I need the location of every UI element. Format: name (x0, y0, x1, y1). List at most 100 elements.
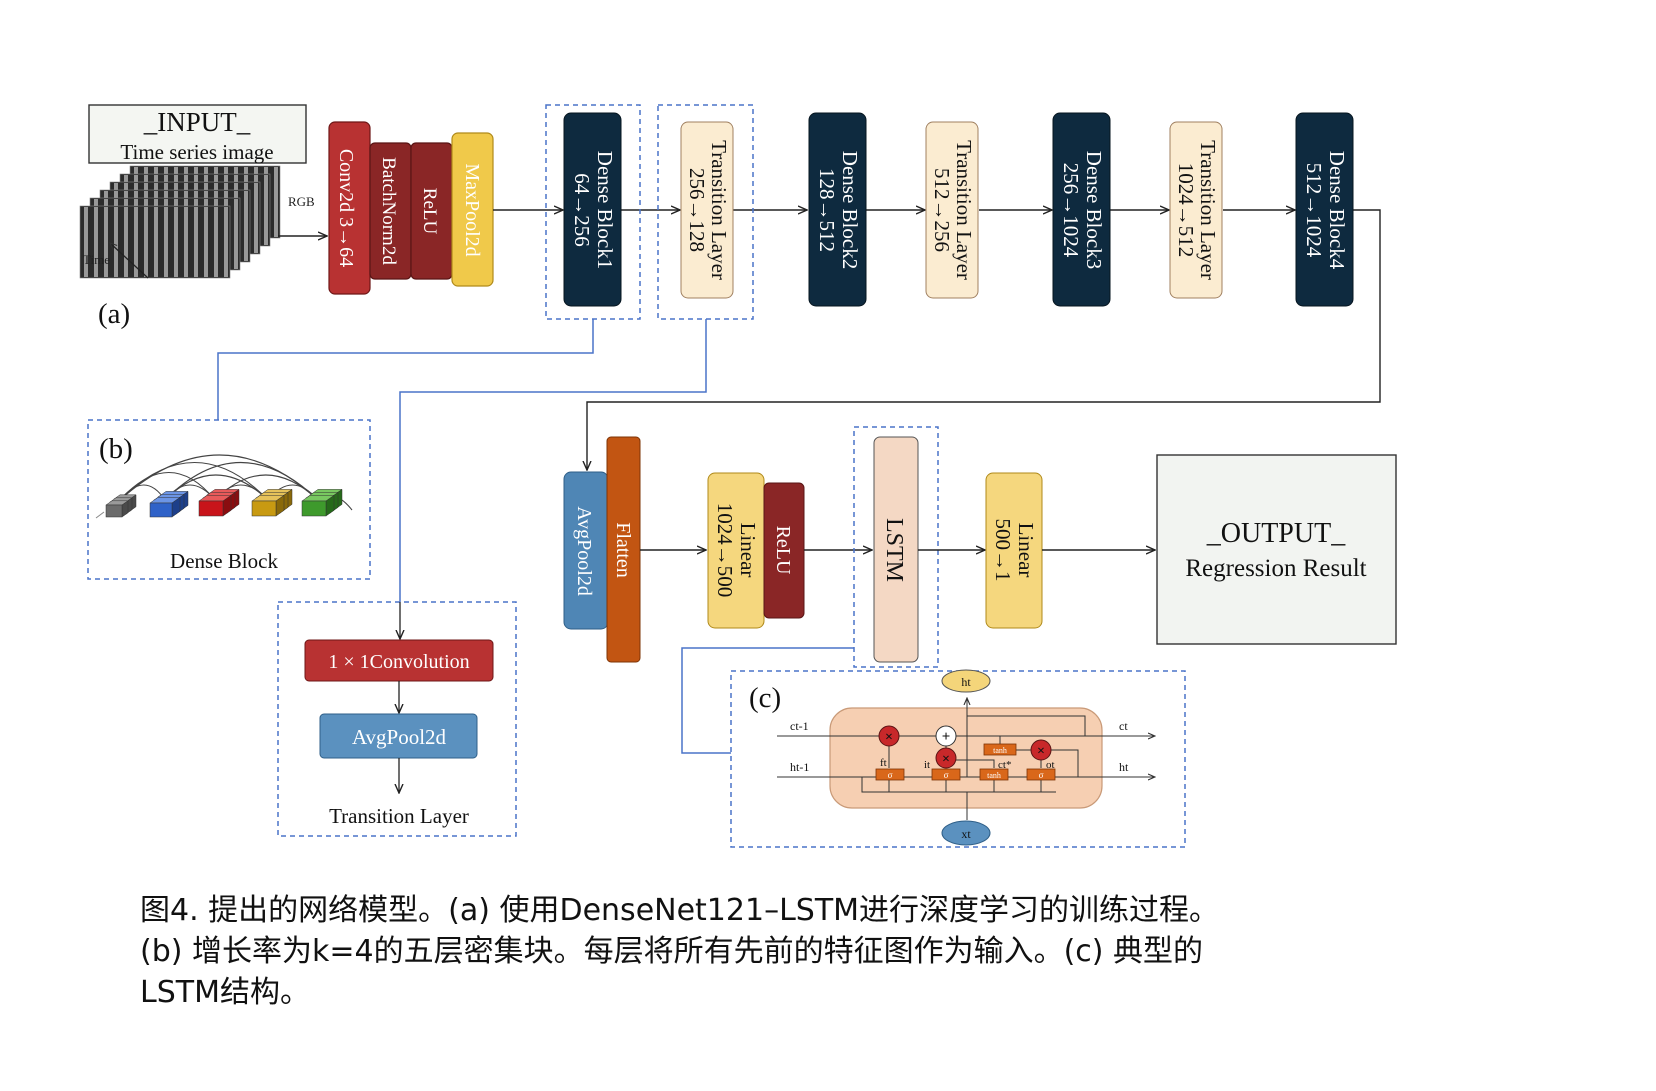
regression-head: AvgPool2d Flatten Linear 1024→500 ReLU L… (563, 426, 1397, 668)
transition-layer1-highlight (657, 104, 754, 320)
h-t-right-label: ht (1119, 760, 1129, 774)
lstm-cell-body (829, 707, 1103, 809)
dense-block4-name: Dense Block4 (1325, 151, 1349, 270)
maxpool-label: MaxPool2d (461, 163, 483, 256)
input-multiply-op (935, 747, 957, 769)
flatten-label: Flatten (612, 522, 634, 578)
candidate-tanh-label: tanh (987, 771, 1001, 780)
c-t-label: ct (1119, 719, 1128, 733)
cell-add-op (935, 725, 957, 747)
dense-block4-channels: 512→1024 (1302, 163, 1326, 258)
input-gate-sigma-label: σ (944, 770, 949, 780)
h-prev-label: ht-1 (790, 760, 809, 774)
dense-block1-name: Dense Block1 (593, 151, 617, 269)
c-tilde-label: ct* (998, 759, 1011, 771)
time-series-image-stack (79, 165, 281, 279)
caption-line-2: (b) 增长率为k=4的五层密集块。每层将所有先前的特征图作为输入。(c) 典型… (140, 934, 1204, 969)
output-multiply-symbol: × (1037, 744, 1045, 759)
linear2-name: Linear (1014, 523, 1038, 578)
linear1-name: Linear (736, 523, 760, 578)
transition-layer2-name: Transition Layer (952, 140, 976, 280)
dense-layer-cube-3 (251, 488, 293, 517)
caption-line-3: LSTM结构。 (140, 975, 310, 1010)
output-gate-sigma (1026, 768, 1056, 781)
panel-label-a: (a) (98, 298, 130, 330)
transition-layer-caption: Transition Layer (329, 804, 469, 828)
dense-block4 (1295, 112, 1354, 307)
network-diagram: _INPUT_ Time series image RGB Time (a) C… (79, 104, 1397, 848)
dense-layer-cubes (105, 488, 343, 518)
avgpool-head-label: AvgPool2d (573, 506, 595, 596)
transition-layer1-name: Transition Layer (707, 140, 731, 280)
transition-layer3-name: Transition Layer (1196, 140, 1220, 280)
o-t-label: ot (1046, 759, 1055, 771)
input-group: _INPUT_ Time series image RGB Time (79, 104, 327, 279)
dense-block-caption: Dense Block (170, 549, 278, 573)
rgb-label: RGB (288, 194, 315, 209)
time-label: Time (83, 252, 110, 267)
lstm-label: LSTM (881, 518, 907, 582)
transition-layer2 (925, 121, 979, 299)
forget-multiply-op (878, 725, 900, 747)
figure-caption: 图4. 提出的网络模型。(a) 使用DenseNet121–LSTM进行深度学习… (140, 890, 1400, 1013)
caption-line-1: 图4. 提出的网络模型。(a) 使用DenseNet121–LSTM进行深度学习… (140, 893, 1220, 928)
output-subtitle: Regression Result (1185, 555, 1366, 582)
linear2-shape: 500→1 (991, 519, 1015, 582)
relu-head-label: ReLU (772, 526, 794, 575)
forget-gate-sigma (875, 768, 905, 781)
input-multiply-symbol: × (942, 752, 950, 767)
i-t-label: it (924, 759, 930, 771)
output-gate-sigma-label: σ (1039, 770, 1044, 780)
conv2d-label: Conv2d 3→64 (335, 149, 357, 267)
panel-label-c: (c) (749, 682, 781, 714)
transition-layer1-channels: 256→128 (685, 168, 709, 252)
stem-layers: Conv2d 3→64 BatchNorm2d ReLU MaxPool2d (328, 121, 494, 295)
batchnorm-label: BatchNorm2d (378, 157, 399, 265)
output-box (1156, 454, 1397, 645)
main-row-arrows (493, 210, 1381, 470)
input-gate-sigma (931, 768, 961, 781)
input-subtitle: Time series image (120, 140, 273, 164)
dense-block2-name: Dense Block2 (838, 151, 862, 269)
panel-label-b: (b) (99, 433, 133, 465)
lstm-cell-wires (777, 698, 1155, 820)
c-prev-label: ct-1 (790, 719, 809, 733)
lstm-cell-detail: (c) σ σ tanh σ (730, 669, 1186, 848)
x-t-input-label: xt (961, 827, 971, 841)
dense-block2-channels: 128→512 (815, 168, 839, 252)
transition-layer2-channels: 512→256 (930, 168, 954, 252)
image-frame (79, 205, 231, 279)
cell-add-symbol: + (942, 729, 951, 745)
transition-layer-detail: 1 × 1Convolution AvgPool2d Transition La… (277, 601, 517, 837)
dense-layer-cube-2 (198, 488, 240, 517)
dense-block3-channels: 256→1024 (1059, 163, 1083, 258)
forget-gate-sigma-label: σ (888, 770, 893, 780)
dense-block2 (808, 112, 867, 307)
output-title: _OUTPUT_ (1206, 518, 1346, 549)
dense-block1 (563, 112, 622, 307)
transition-layer3 (1169, 121, 1223, 299)
dense-layer-cube-4 (301, 488, 343, 517)
output-multiply-op (1030, 739, 1052, 761)
detail-connectors (217, 319, 854, 754)
x-t-input-node (941, 820, 991, 846)
h-t-output-label: ht (961, 675, 971, 689)
relu-label: ReLU (419, 188, 440, 235)
input-title: _INPUT_ (143, 107, 251, 137)
dense-block-detail: (b) Dense Block (87, 419, 371, 580)
dense-block3 (1052, 112, 1111, 307)
candidate-tanh (979, 768, 1009, 781)
transition-layer1 (680, 121, 734, 299)
main-blocks: Dense Block1 64→256 Transition Layer 256… (563, 112, 1354, 307)
dense-layer-cube-1 (149, 490, 189, 518)
transition-layer3-channels: 1024→512 (1174, 163, 1198, 258)
f-t-label: ft (880, 757, 887, 769)
h-t-output-node (941, 669, 991, 693)
dense-block3-name: Dense Block3 (1082, 151, 1106, 269)
conv1x1-label: 1 × 1Convolution (328, 651, 469, 673)
time-axis-arrow (110, 243, 149, 279)
forget-multiply-symbol: × (885, 730, 893, 745)
input-feature-cube (105, 494, 137, 518)
cell-state-tanh (983, 743, 1017, 756)
cell-state-tanh-label: tanh (993, 746, 1007, 755)
